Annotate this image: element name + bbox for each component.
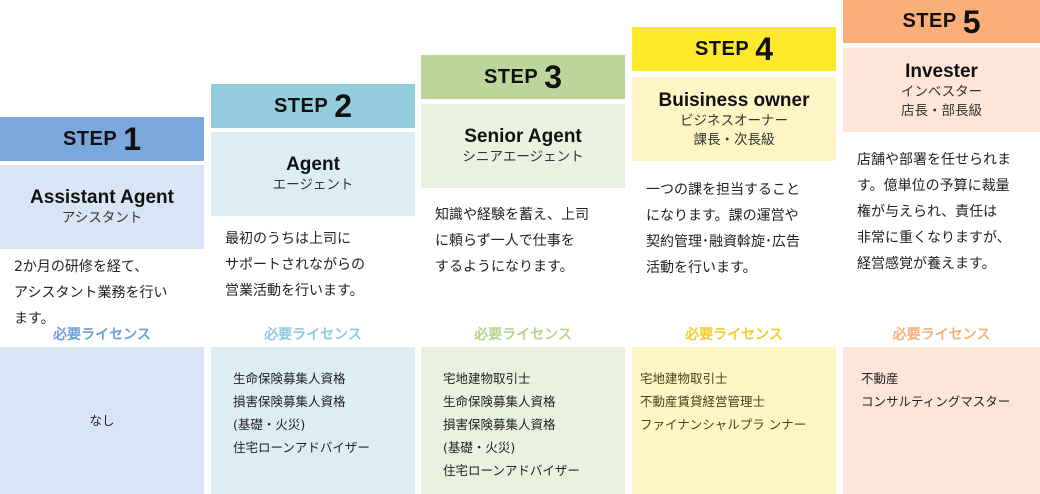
- step-2-column: STEP 2 Agent エージェント 最初のうちは上司に サポートされながらの…: [211, 0, 415, 494]
- license-item: 住宅ローンアドバイザー: [233, 440, 370, 455]
- step-4-grade: 課長・次長級: [693, 131, 775, 148]
- step-1-number: 1: [123, 121, 142, 157]
- step-2-label: STEP: [273, 94, 329, 117]
- step-2-title-box: Agent エージェント: [211, 132, 415, 216]
- step-1-title-box: Assistant Agent アシスタント: [0, 165, 204, 249]
- desc-line: 2か月の研修を経て、: [14, 259, 149, 275]
- step-5-title-box: Invester インベスター 店長・部長級: [843, 48, 1040, 132]
- step-4-license-box: 宅地建物取引士 不動産賃貸経営管理士 ファイナンシャルプラ ンナー: [632, 347, 836, 494]
- desc-line: 契約管理･融資斡旋･広告: [646, 234, 800, 250]
- desc-line: 権が与えられ、責任は: [857, 204, 998, 220]
- license-item: (基礎・火災): [233, 417, 306, 432]
- step-5-title-jp: インベスター: [900, 83, 983, 100]
- step-1-header: STEP 1: [0, 117, 204, 161]
- step-3-column: STEP 3 Senior Agent シニアエージェント 知識や経験を蓄え、上…: [421, 0, 625, 494]
- step-4-title-jp: ビジネスオーナー: [680, 112, 788, 129]
- step-2-license-box: 生命保険募集人資格 損害保険募集人資格 (基礎・火災) 住宅ローンアドバイザー: [211, 347, 415, 494]
- desc-line: するようになります。: [435, 259, 574, 275]
- step-5-label: STEP: [902, 10, 957, 32]
- license-item: 不動産賃貸経営管理士: [640, 394, 766, 409]
- step-5-description: 店舗や部署を任せられま す。億単位の予算に裁量 権が与えられ、責任は 非常に重く…: [843, 147, 1040, 277]
- desc-line: 経営感覚が養えます。: [857, 256, 996, 272]
- license-item: 宅地建物取引士: [443, 371, 531, 386]
- license-item: ファイナンシャルプラ ンナー: [640, 417, 807, 432]
- desc-line: になります。課の運営や: [646, 208, 799, 224]
- step-2-license-label: 必要ライセンス: [264, 327, 362, 343]
- desc-line: す。億単位の予算に裁量: [857, 178, 1010, 194]
- desc-line: サポートされながらの: [225, 257, 365, 273]
- desc-line: 非常に重くなりますが、: [857, 230, 1011, 246]
- step-3-title-en: Senior Agent: [464, 126, 582, 147]
- license-item: 不動産: [861, 371, 899, 386]
- step-2-description: 最初のうちは上司に サポートされながらの 営業活動を行います。: [211, 226, 425, 304]
- step-5-title-en: Invester: [905, 60, 978, 82]
- step-5-header: STEP 5: [843, 0, 1040, 43]
- step-1-column: STEP 1 Assistant Agent アシスタント 2か月の研修を経て、…: [0, 0, 204, 494]
- step-4-description: 一つの課を担当すること になります。課の運営や 契約管理･融資斡旋･広告 活動を…: [632, 177, 846, 281]
- step-4-license-label: 必要ライセンス: [685, 327, 783, 343]
- license-item: 損害保険募集人資格: [233, 394, 346, 409]
- desc-line: ます。: [14, 311, 55, 327]
- step-4-number: 4: [755, 31, 774, 67]
- step-1-license-box: なし: [0, 347, 204, 494]
- step-1-title-jp: アシスタント: [61, 210, 143, 226]
- step-1-label: STEP: [62, 127, 118, 150]
- step-5-license-box: 不動産 コンサルティングマスター: [843, 347, 1040, 494]
- step-3-title-box: Senior Agent シニアエージェント: [421, 104, 625, 188]
- license-item: コンサルティングマスター: [861, 394, 1011, 409]
- step-1-title-en: Assistant Agent: [30, 187, 174, 208]
- desc-line: 最初のうちは上司に: [225, 231, 351, 247]
- license-item: 生命保険募集人資格: [443, 394, 556, 409]
- license-item: 宅地建物取引士: [640, 371, 728, 386]
- license-item: (基礎・火災): [443, 440, 516, 455]
- desc-line: アシスタント業務を行い: [14, 285, 168, 301]
- step-1-license-label: 必要ライセンス: [53, 327, 151, 343]
- desc-line: 知識や経験を蓄え、上司: [435, 207, 589, 223]
- step-3-license-label: 必要ライセンス: [474, 327, 572, 343]
- step-4-title-en: Buisiness owner: [658, 89, 810, 111]
- step-2-title-en: Agent: [286, 154, 340, 175]
- step-5-column: STEP 5 Invester インベスター 店長・部長級 店舗や部署を任せられ…: [843, 0, 1040, 494]
- step-4-header: STEP 4: [632, 27, 836, 71]
- desc-line: 活動を行います。: [646, 260, 757, 276]
- step-5-license-label: 必要ライセンス: [892, 327, 991, 343]
- license-item: 損害保険募集人資格: [443, 417, 556, 432]
- license-item: なし: [89, 413, 115, 428]
- license-item: 住宅ローンアドバイザー: [443, 463, 580, 478]
- step-1-description: 2か月の研修を経て、 アシスタント業務を行い ます。: [0, 254, 214, 332]
- step-3-header: STEP 3: [421, 55, 625, 99]
- desc-line: 一つの課を担当すること: [646, 182, 800, 198]
- step-2-header: STEP 2: [211, 84, 415, 128]
- step-3-label: STEP: [483, 65, 539, 88]
- step-3-description: 知識や経験を蓄え、上司 に頼らず一人で仕事を するようになります。: [421, 202, 635, 280]
- desc-line: 店舗や部署を任せられま: [857, 152, 1011, 168]
- desc-line: 営業活動を行います。: [225, 283, 364, 299]
- step-5-grade: 店長・部長級: [901, 102, 982, 119]
- step-3-title-jp: シニアエージェント: [462, 149, 584, 165]
- step-4-column: STEP 4 Buisiness owner ビジネスオーナー 課長・次長級 一…: [632, 0, 836, 494]
- step-5-number: 5: [962, 3, 981, 40]
- step-4-title-box: Buisiness owner ビジネスオーナー 課長・次長級: [632, 77, 836, 161]
- step-3-license-box: 宅地建物取引士 生命保険募集人資格 損害保険募集人資格 (基礎・火災) 住宅ロー…: [421, 347, 625, 494]
- desc-line: に頼らず一人で仕事を: [435, 233, 575, 249]
- license-item: 生命保険募集人資格: [233, 371, 346, 386]
- step-3-number: 3: [544, 59, 563, 95]
- step-2-title-jp: エージェント: [272, 177, 354, 193]
- step-4-label: STEP: [694, 37, 750, 60]
- step-2-number: 2: [334, 88, 353, 124]
